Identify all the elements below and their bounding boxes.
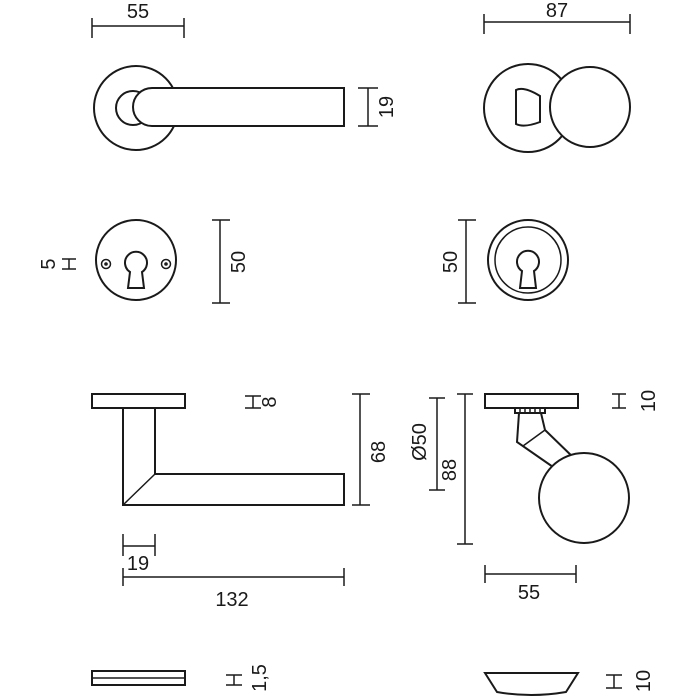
label-lever-projection-68: 68 [368, 441, 390, 463]
label-hole-5: 5 [38, 258, 60, 269]
dim-knob-offset-55: 55 [484, 565, 577, 604]
dim-knob-width-87: 87 [483, 0, 631, 34]
escutcheon-right-inner-ring [494, 226, 562, 294]
knob-ball [549, 66, 631, 148]
flat-rose-profile: 1,5 [91, 664, 271, 692]
label-width-87: 87 [546, 0, 568, 22]
escutcheon-left-screw-left [100, 258, 112, 270]
dim-hole-5: 5 [38, 258, 76, 270]
dim-knob-diameter-50: Ø50 [409, 397, 445, 491]
knob-side-ball [538, 452, 630, 544]
knob-side-rose [484, 393, 579, 409]
label-lever-rose-8: 8 [259, 396, 281, 407]
dim-escutcheon-left-50: 50 [212, 219, 250, 304]
dim-knob-projection-88: 88 [439, 393, 473, 545]
label-knob-diameter-50: Ø50 [409, 423, 431, 461]
label-lever-length-132: 132 [215, 589, 248, 611]
knob-top-view: 87 [483, 0, 631, 153]
dim-lever-height-19: 19 [358, 87, 398, 127]
dim-lever-projection-68: 68 [352, 393, 390, 506]
cup-rose-profile: 10 [483, 670, 655, 696]
label-width-55: 55 [127, 1, 149, 23]
escutcheon-left-rose [95, 219, 177, 301]
dim-cup-rose-10: 10 [606, 670, 655, 692]
escutcheon-left-screw-right [160, 258, 172, 270]
dim-lever-length-132: 132 [122, 568, 345, 611]
dim-lever-width-55: 55 [91, 1, 185, 38]
escutcheon-right-rose [487, 219, 569, 301]
dim-lever-rose-8: 8 [245, 395, 281, 409]
cup-rose-outer [483, 672, 580, 696]
knob-side-view: 10 Ø50 88 55 [409, 390, 660, 604]
label-knob-projection-88: 88 [439, 459, 461, 481]
escutcheon-left-keyhole [124, 250, 148, 289]
lever-arm [132, 87, 345, 127]
label-escutcheon-right-50: 50 [440, 251, 462, 273]
dim-lever-neck-19: 19 [122, 534, 156, 575]
dim-escutcheon-right-50: 50 [440, 219, 476, 304]
knob-neck [515, 87, 541, 127]
lever-side-profile [122, 407, 345, 506]
dim-knob-rose-10: 10 [612, 390, 660, 412]
label-knob-rose-10: 10 [638, 390, 660, 412]
lever-side-rose [91, 393, 186, 409]
escutcheon-right: 50 [440, 219, 569, 304]
label-cup-rose-10: 10 [633, 670, 655, 692]
label-lever-neck-19: 19 [127, 553, 149, 575]
lever-side-view: 8 68 19 132 [91, 393, 390, 611]
escutcheon-right-keyhole [516, 249, 540, 289]
dim-flat-rose-1-5: 1,5 [226, 664, 271, 692]
label-knob-offset-55: 55 [518, 582, 540, 604]
escutcheon-left: 5 50 [38, 219, 250, 304]
label-flat-rose-1-5: 1,5 [249, 664, 271, 692]
label-height-19: 19 [376, 96, 398, 118]
label-escutcheon-left-50: 50 [228, 251, 250, 273]
lever-top-view: 55 19 [91, 1, 398, 151]
